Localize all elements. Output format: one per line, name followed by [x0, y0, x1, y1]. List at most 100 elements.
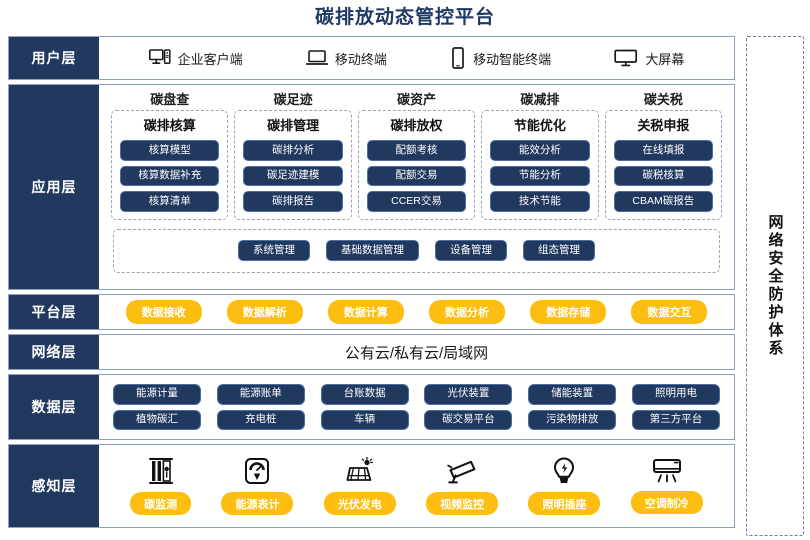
app-group-carbon-inventory: 碳盘查 碳排核算 核算模型 核算数据补充 核算清单: [111, 89, 229, 220]
layer-stack: 用户层 企业客户端 移动终端: [8, 36, 735, 536]
energy-meter-icon: [244, 457, 270, 485]
group-box: 碳排核算 核算模型 核算数据补充 核算清单: [111, 110, 229, 220]
air-conditioner-icon: [652, 458, 682, 484]
layer-body-application: 碳盘查 碳排核算 核算模型 核算数据补充 核算清单 碳足迹 碳排管理 碳排分析: [99, 85, 734, 289]
platform-item-button[interactable]: 数据接收: [125, 300, 202, 324]
user-item-label: 移动智能终端: [473, 51, 552, 67]
sense-item-video-surveillance[interactable]: 视频监控: [426, 457, 499, 515]
group-box: 节能优化 能效分析 节能分析 技术节能: [481, 110, 599, 220]
data-item-button[interactable]: 污染物排放: [528, 409, 617, 431]
sense-item-air-conditioning[interactable]: 空调制冷: [630, 458, 703, 514]
sense-item-energy-meter[interactable]: 能源表计: [221, 457, 294, 515]
sense-item-label: 光伏发电: [323, 492, 396, 515]
security-band: 网络安全防护体系: [746, 36, 804, 536]
large-screen-icon: [614, 49, 638, 67]
app-group-carbon-tariff: 碳关税 关税申报 在线填报 碳税核算 CBAM碳报告: [604, 89, 723, 220]
desktop-computer-icon: [148, 49, 171, 67]
layer-label-network: 网络层: [9, 335, 99, 369]
user-item-mobile-terminal[interactable]: 移动终端: [305, 49, 387, 68]
data-item-button[interactable]: 能源账单: [216, 383, 305, 405]
sense-item-label: 视频监控: [426, 492, 499, 515]
data-item-button[interactable]: 台账数据: [320, 383, 409, 405]
app-item-button[interactable]: 核算数据补充: [120, 165, 220, 187]
data-item-button[interactable]: 植物碳汇: [113, 409, 201, 431]
data-item-button[interactable]: 车辆: [320, 409, 409, 431]
app-item-button[interactable]: 碳排报告: [243, 191, 343, 212]
platform-item-button[interactable]: 数据计算: [327, 300, 404, 324]
data-item-button[interactable]: 照明用电: [631, 383, 720, 405]
group-box: 碳排放权 配额考核 配额交易 CCER交易: [357, 110, 476, 220]
app-item-button[interactable]: 碳税核算: [613, 165, 714, 187]
app-item-button[interactable]: 核算模型: [120, 140, 220, 161]
data-item-button[interactable]: 第三方平台: [631, 409, 720, 431]
data-item-button[interactable]: 碳交易平台: [424, 409, 513, 431]
app-item-button[interactable]: 能效分析: [490, 140, 590, 161]
group-box: 关税申报 在线填报 碳税核算 CBAM碳报告: [604, 110, 723, 220]
group-title: 碳资产: [397, 92, 437, 107]
user-item-enterprise-client[interactable]: 企业客户端: [148, 49, 243, 68]
data-row: 植物碳汇 充电桩 车辆 碳交易平台 污染物排放 第三方平台: [113, 409, 720, 431]
video-camera-icon: [447, 457, 477, 485]
page-title: 碳排放动态管控平台: [314, 7, 495, 28]
app-item-button[interactable]: 节能分析: [490, 165, 590, 187]
user-item-label: 移动终端: [334, 51, 387, 67]
common-module-button[interactable]: 设备管理: [435, 239, 507, 262]
app-item-button[interactable]: 碳排分析: [243, 140, 343, 161]
data-item-button[interactable]: 能源计量: [113, 383, 201, 405]
layer-label-data: 数据层: [9, 375, 99, 439]
group-subtitle: 碳排核算: [143, 118, 196, 133]
application-groups: 碳盘查 碳排核算 核算模型 核算数据补充 核算清单 碳足迹 碳排管理 碳排分析: [107, 89, 726, 220]
layer-label-platform: 平台层: [9, 295, 99, 329]
app-item-button[interactable]: CBAM碳报告: [613, 191, 714, 212]
sense-item-label: 空调制冷: [630, 491, 703, 514]
layer-body-network: 公有云/私有云/局域网: [99, 335, 734, 369]
data-item-button[interactable]: 光伏装置: [424, 383, 513, 405]
platform-item-button[interactable]: 数据分析: [429, 300, 506, 324]
app-group-carbon-footprint: 碳足迹 碳排管理 碳排分析 碳足迹建模 碳排报告: [234, 89, 352, 220]
layer-label-user: 用户层: [9, 37, 99, 79]
sense-item-label: 能源表计: [221, 492, 294, 515]
layer-body-data: 能源计量 能源账单 台账数据 光伏装置 储能装置 照明用电 植物碳汇 充电桩 车…: [99, 375, 734, 439]
layer-body-user: 企业客户端 移动终端 移动智能终端: [99, 37, 734, 79]
lightbulb-icon: [552, 457, 576, 485]
app-item-button[interactable]: 技术节能: [490, 191, 590, 212]
app-item-button[interactable]: 配额交易: [366, 165, 467, 187]
app-item-button[interactable]: 在线填报: [613, 140, 714, 161]
user-item-smart-mobile-terminal[interactable]: 移动智能终端: [450, 47, 551, 69]
smartphone-icon: [450, 47, 466, 69]
platform-item-button[interactable]: 数据解析: [226, 300, 303, 324]
layer-label-application: 应用层: [9, 85, 99, 289]
sense-item-carbon-monitor[interactable]: 碳监测: [130, 457, 192, 515]
security-band-label: 网络安全防护体系: [766, 214, 784, 358]
laptop-icon: [305, 49, 328, 67]
app-item-button[interactable]: CCER交易: [366, 191, 467, 212]
group-subtitle: 节能优化: [513, 118, 566, 133]
sense-item-label: 照明插座: [528, 492, 601, 515]
user-item-label: 大屏幕: [645, 51, 685, 67]
group-title: 碳足迹: [273, 92, 313, 107]
platform-item-button[interactable]: 数据交互: [631, 300, 708, 324]
app-item-button[interactable]: 碳足迹建模: [243, 165, 343, 187]
application-common-modules: 系统管理 基础数据管理 设备管理 组态管理: [113, 228, 720, 273]
user-item-large-screen[interactable]: 大屏幕: [614, 49, 684, 68]
sense-item-solar-power[interactable]: 光伏发电: [323, 456, 396, 515]
carbon-monitor-icon: [148, 457, 174, 485]
group-subtitle: 碳排管理: [267, 118, 320, 133]
common-module-button[interactable]: 基础数据管理: [326, 239, 419, 262]
data-item-button[interactable]: 充电桩: [216, 409, 305, 431]
app-item-button[interactable]: 核算清单: [120, 191, 220, 212]
data-item-button[interactable]: 储能装置: [528, 383, 617, 405]
data-row: 能源计量 能源账单 台账数据 光伏装置 储能装置 照明用电: [113, 383, 720, 405]
platform-item-button[interactable]: 数据存储: [530, 300, 607, 324]
group-subtitle: 碳排放权: [390, 118, 443, 133]
common-module-button[interactable]: 系统管理: [238, 239, 310, 262]
common-module-button[interactable]: 组态管理: [523, 239, 595, 262]
user-item-label: 企业客户端: [177, 51, 243, 67]
app-group-carbon-reduction: 碳减排 节能优化 能效分析 节能分析 技术节能: [481, 89, 599, 220]
app-item-button[interactable]: 配额考核: [366, 140, 467, 161]
layer-data: 数据层 能源计量 能源账单 台账数据 光伏装置 储能装置 照明用电 植物碳汇 充…: [8, 374, 735, 440]
network-text: 公有云/私有云/局域网: [344, 344, 489, 362]
sense-item-lighting-socket[interactable]: 照明插座: [528, 457, 601, 515]
layer-sensing: 感知层 碳监测 能源表计: [8, 444, 735, 528]
